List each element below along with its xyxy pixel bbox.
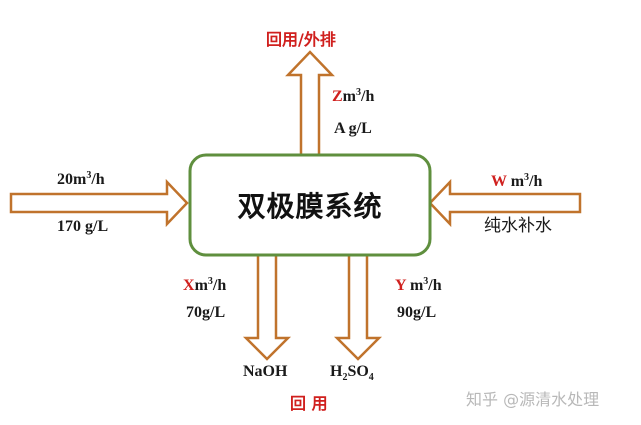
arrow-down-naoh: [242, 253, 292, 361]
h2so4-sub2: 4: [368, 372, 374, 383]
top-flow-var: Z: [332, 88, 343, 105]
h2so4-flow-unit: m: [405, 277, 424, 294]
top-flow-label: Zm3/h: [332, 88, 374, 105]
h2so4-product-label: H2SO4: [330, 364, 374, 383]
top-conc-label: A g/L: [334, 120, 372, 137]
right-flow-unit: m: [506, 173, 525, 190]
watermark: 知乎 @源清水处理: [466, 390, 600, 409]
left-flow-value: 20m: [57, 171, 87, 188]
right-flow-var: W: [491, 173, 507, 190]
left-flow-label: 20m3/h: [57, 171, 105, 188]
arrow-up-output: [285, 50, 335, 157]
naoh-flow-var: X: [183, 277, 195, 294]
top-flow-tail: /h: [361, 88, 375, 105]
arrow-right-input: [428, 178, 582, 228]
top-flow-sup: 3: [356, 87, 361, 98]
arrow-left-input: [9, 178, 189, 228]
h2so4-flow-label: Y m3/h: [395, 277, 442, 294]
naoh-flow-label: Xm3/h: [183, 277, 226, 294]
naoh-product-label: NaOH: [243, 363, 288, 380]
right-flow-tail: /h: [529, 173, 543, 190]
top-destination-label: 回用/外排: [266, 30, 336, 49]
h2so4-so: SO: [347, 363, 369, 380]
h2so4-flow-var: Y: [395, 277, 406, 294]
naoh-flow-unit: m: [194, 277, 208, 294]
right-input-label: 纯水补水: [484, 216, 552, 236]
h2so4-conc-label: 90g/L: [397, 304, 437, 321]
h2so4-h: H: [330, 363, 343, 380]
left-conc-label: 170 g/L: [57, 218, 109, 235]
bottom-destination-label: 回 用: [290, 394, 328, 413]
h2so4-flow-tail: /h: [428, 277, 442, 294]
left-flow-tail: /h: [91, 171, 105, 188]
arrow-down-h2so4: [333, 253, 383, 361]
system-box: [188, 153, 432, 257]
naoh-conc-label: 70g/L: [186, 304, 226, 321]
left-flow-sup: 3: [86, 170, 92, 181]
h2so4-flow-sup: 3: [423, 276, 429, 287]
right-flow-sup: 3: [524, 172, 530, 183]
h2so4-sub1: 2: [342, 372, 348, 383]
right-flow-label: W m3/h: [491, 173, 542, 190]
system-title: 双极膜系统: [237, 190, 383, 223]
top-flow-unit: m: [342, 88, 356, 105]
naoh-flow-sup: 3: [207, 276, 213, 287]
naoh-flow-tail: /h: [212, 277, 227, 294]
